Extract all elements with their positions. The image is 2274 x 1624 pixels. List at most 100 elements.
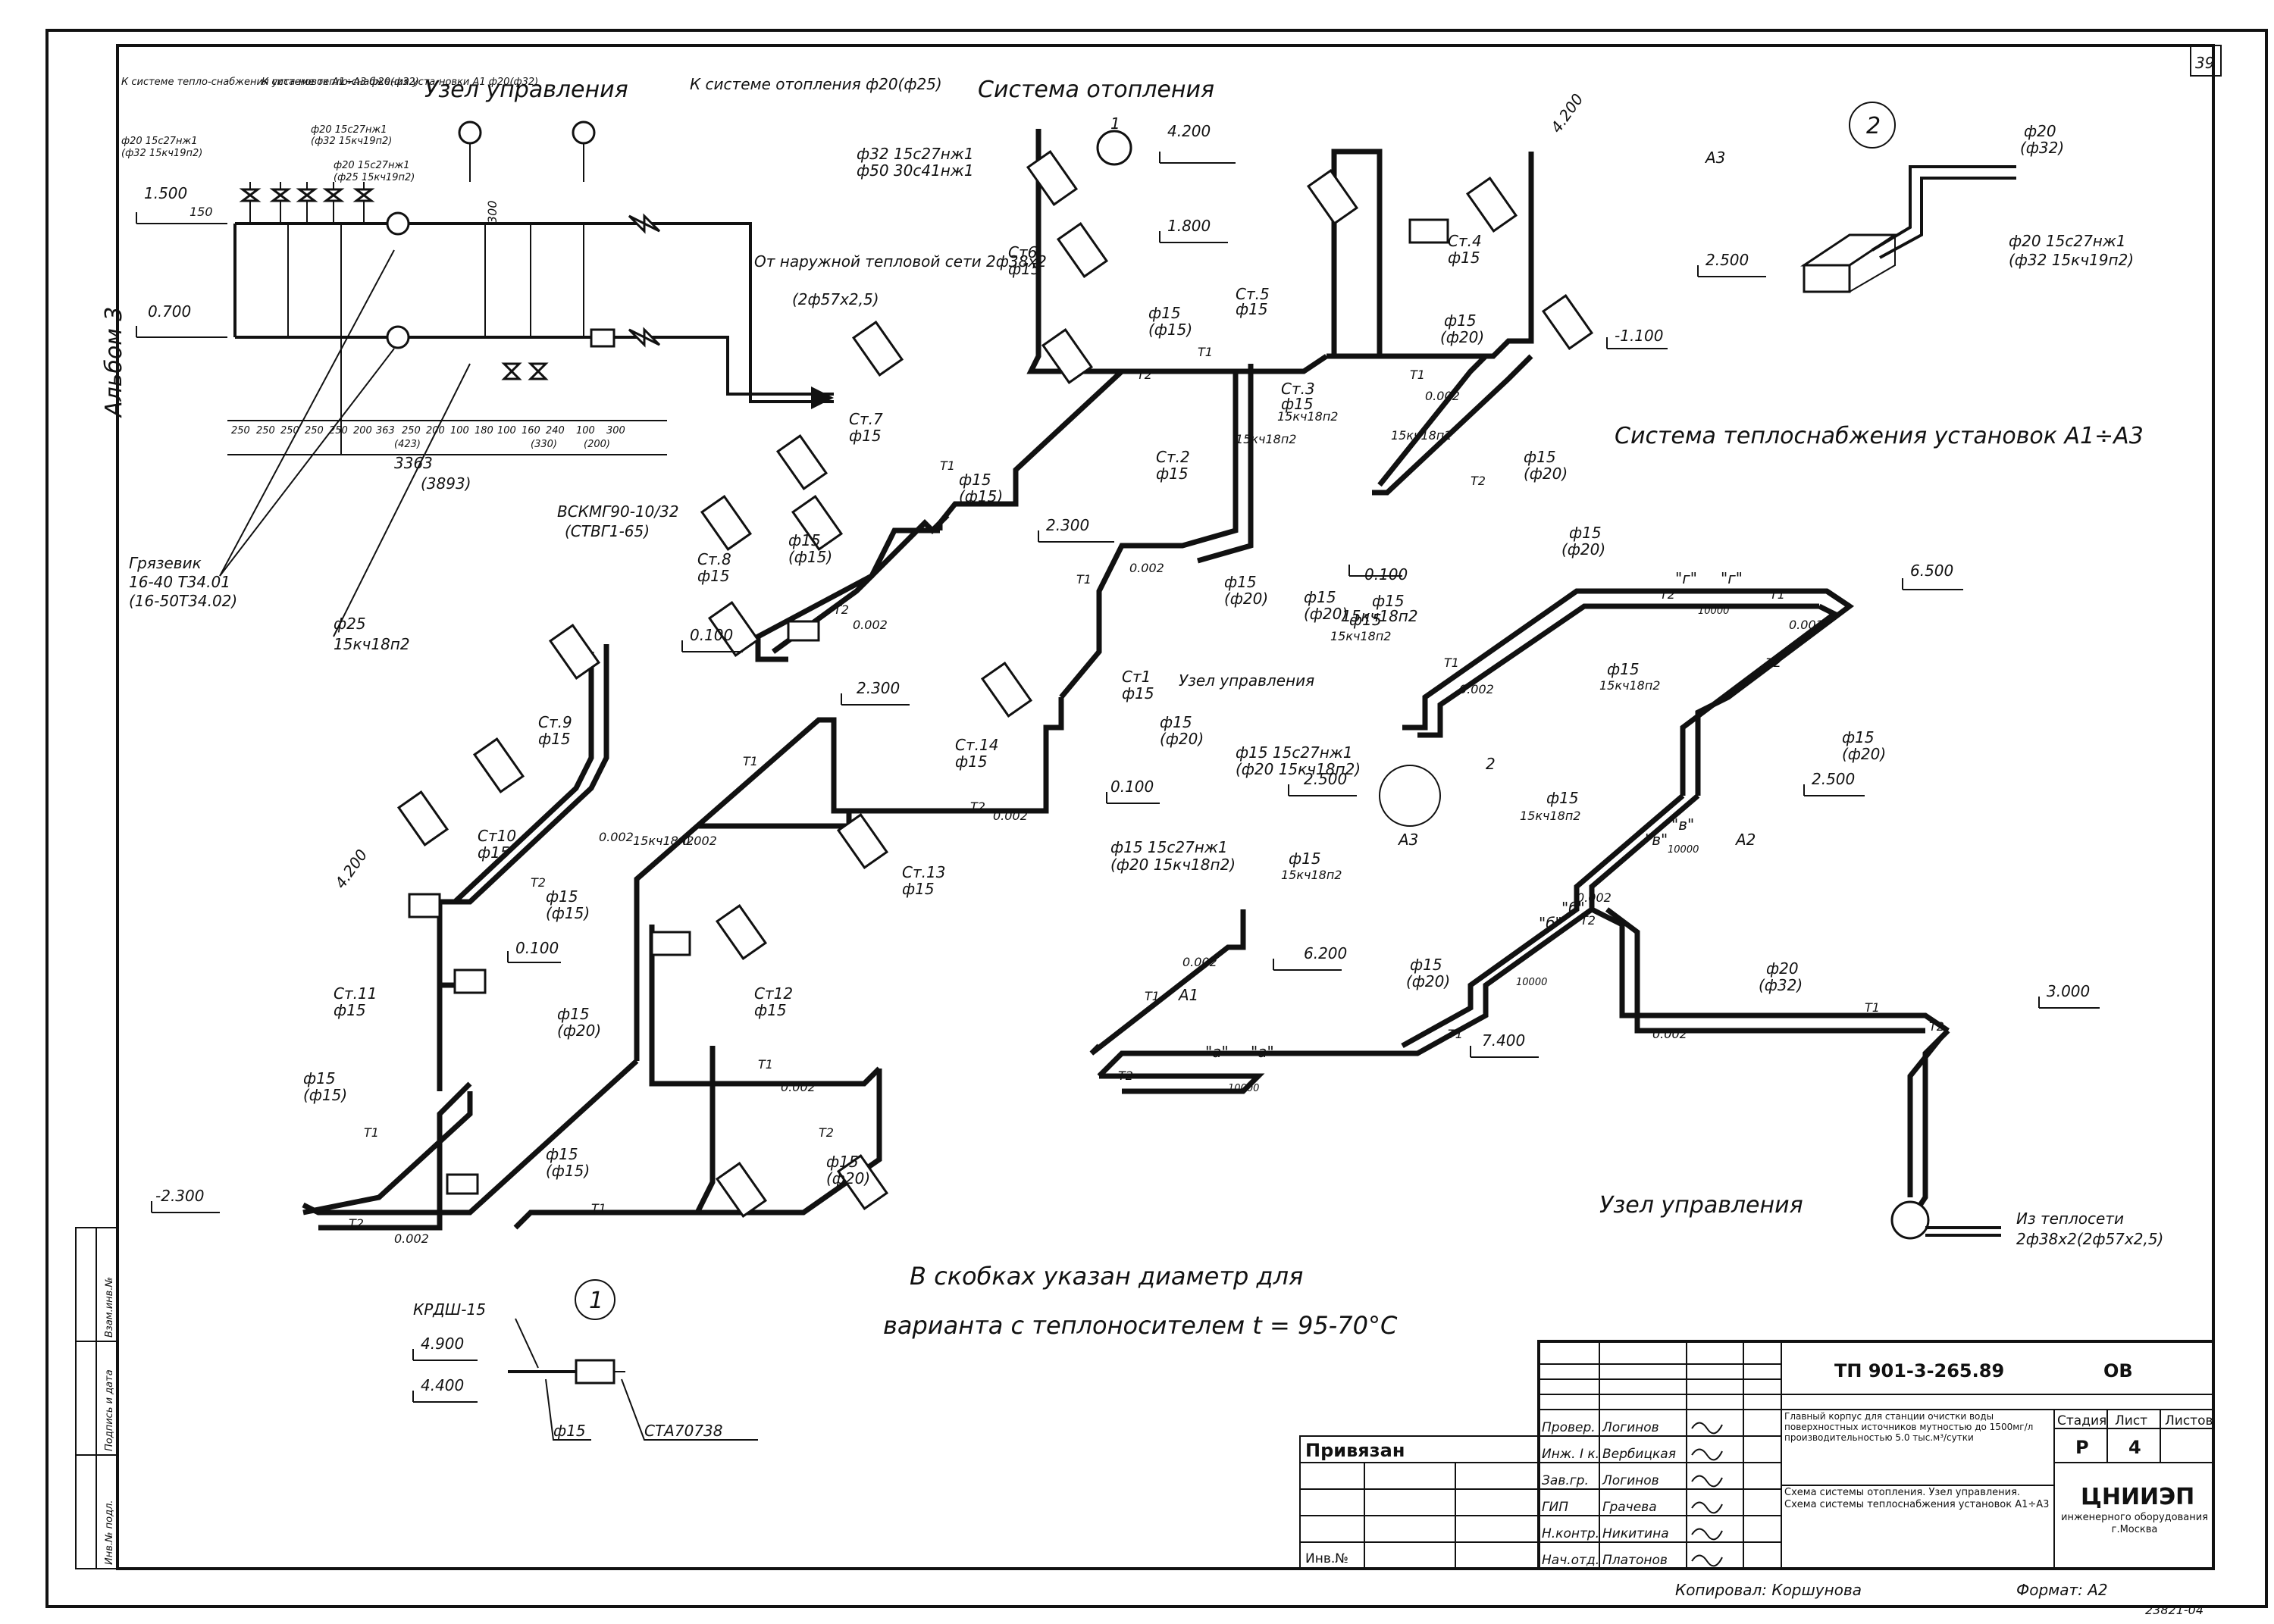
t2-a: Т2 — [1137, 368, 1152, 382]
label-to-supply-a1: К системе тепло-снабжения уста-новки А1 … — [262, 77, 538, 88]
detail1-valve: КРДШ-15 — [413, 1300, 486, 1319]
supply-t1-b: Т1 — [1444, 656, 1459, 670]
detail2-valve: ф20 15с27нж1 — [2009, 232, 2126, 250]
len-a: 10000 — [1228, 1083, 1259, 1094]
label-meter-alt: (СТВГ1-65) — [565, 522, 650, 540]
supply-t2-d: Т2 — [1118, 1069, 1133, 1083]
dim-13: 240 — [546, 425, 565, 437]
supply-slope-d: 0.002 — [1182, 955, 1217, 969]
label-from-network: От наружной тепловой сети 2ф38х2 — [754, 252, 1047, 271]
level-minus2300: -2.300 — [155, 1187, 204, 1205]
supply-t1-d: Т1 — [1145, 989, 1160, 1003]
supply-t2-c: Т2 — [1766, 656, 1781, 670]
from-heat-network-alt: 2ф38х2(2ф57х2,5) — [2016, 1230, 2163, 1248]
role-3: ГИП — [1542, 1500, 1568, 1515]
level-2500-c: 2.500 — [1706, 251, 1749, 269]
valve-bottom: ф15 15с27нж1 — [1110, 838, 1228, 856]
control-unit-diagram: Узел управления К системе тепло-снабжени… — [121, 75, 1047, 653]
pipe-d-9-alt: (ф15) — [546, 904, 590, 922]
riser-st11: Ст.11 — [334, 984, 377, 1003]
role-2: Зав.гр. — [1542, 1473, 1589, 1488]
mark-b-1: "б" — [1539, 914, 1562, 932]
supply-slope-b: 0.002 — [1459, 682, 1494, 696]
signatures — [1691, 1422, 1723, 1567]
name-3: Грачева — [1602, 1500, 1657, 1515]
supply-v-4: 15кч18п2 — [1281, 868, 1342, 882]
mark-a-1: "а" — [1205, 1043, 1229, 1061]
dim-15: 300 — [606, 425, 625, 437]
level-7400: 7.400 — [1482, 1031, 1525, 1050]
riser-st12: Ст12 — [754, 984, 793, 1003]
label-to-heating: К системе отопления ф20(ф25) — [690, 75, 942, 93]
supply-slope-f: 0.002 — [1652, 1027, 1687, 1041]
role-4: Н.контр. — [1542, 1526, 1599, 1541]
dim-9: 100 — [450, 425, 469, 437]
level-0100-b: 0.100 — [690, 626, 733, 644]
pipe-d-5: ф15 — [1304, 588, 1336, 606]
detail1-d: ф15 — [553, 1422, 586, 1440]
inv-label: Инв.№ — [1305, 1551, 1348, 1566]
heating-system-diagram: Система отопления — [151, 77, 1668, 1246]
riser-st3-d: ф15 — [1281, 395, 1314, 413]
riser-st13: Ст.13 — [902, 863, 945, 881]
valve-st2: 15кч18п2 — [1236, 432, 1296, 446]
slope-c: 0.002 — [1129, 561, 1164, 575]
supply-d-8: ф20 — [1766, 959, 1799, 978]
name-5: Платонов — [1602, 1553, 1668, 1568]
level-4200-c: 4.200 — [331, 846, 371, 892]
mark-g-2: "г" — [1721, 569, 1743, 587]
supply-d-3: ф15 — [1607, 660, 1640, 678]
header-sheet: Лист — [2115, 1413, 2147, 1428]
riser-st2: Ст.2 — [1156, 448, 1190, 466]
level-3000: 3.000 — [2047, 982, 2090, 1000]
dim-2: 250 — [280, 425, 299, 437]
mark-b-2: "б" — [1561, 899, 1585, 917]
supply-d-2: ф15 — [1349, 611, 1382, 629]
supply-v-2: 15кч18п2 — [1330, 629, 1391, 643]
t1-h: Т1 — [364, 1125, 379, 1140]
supply-t1-e: Т1 — [1448, 1027, 1463, 1041]
supply-v-1: 15кч18п2 — [1599, 678, 1660, 693]
supply-t2-e: Т2 — [1580, 913, 1596, 928]
supply-d-7-alt: (ф20) — [1406, 972, 1450, 990]
label-valve-d-alt: ф50 30с41нж1 — [857, 161, 974, 180]
supply-v-3: 15кч18п2 — [1520, 809, 1580, 823]
pipe-d-3-alt: (ф15) — [959, 487, 1003, 505]
note-line-1: В скобках указан диаметр для — [910, 1262, 1303, 1291]
supply-slope-e: 0.002 — [1577, 890, 1612, 905]
inner-frame — [116, 44, 2215, 1570]
riser-st9: Ст.9 — [538, 713, 572, 731]
mark-a-2: "а" — [1251, 1043, 1274, 1061]
album-label: Альбом 3 — [101, 307, 127, 419]
riser-st14: Ст.14 — [955, 736, 998, 754]
supply-d-5: ф15 — [1546, 789, 1579, 807]
riser-st13-d: ф15 — [902, 880, 935, 898]
supply-d-4: ф15 — [1842, 728, 1875, 746]
dim-sub3: (200) — [584, 439, 610, 450]
dim-total: 3363 — [394, 454, 433, 472]
dim-14: 100 — [576, 425, 595, 437]
project-description: Главный корпус для станции очистки воды … — [1784, 1411, 2034, 1443]
t2-j: Т2 — [819, 1125, 834, 1140]
riser-st10-d: ф15 — [478, 843, 510, 862]
role-1: Инж. I к. — [1542, 1447, 1599, 1462]
level-0700: 0.700 — [148, 302, 191, 321]
label-valve-a: ф20 15с27нж1 — [121, 136, 198, 147]
level-0100-c: 0.100 — [1110, 778, 1154, 796]
slope-f: 0.002 — [682, 834, 717, 848]
level-2500-b: 2.500 — [1812, 770, 1855, 788]
valve-st3: 15кч18п2 — [1277, 409, 1338, 424]
riser-st7-d: ф15 — [849, 427, 882, 445]
supply-a2: А2 — [1734, 831, 1756, 849]
pipe-d-12: ф15 — [546, 1145, 578, 1163]
dim-sub2: (330) — [531, 439, 557, 450]
label-valve-c: ф20 15с27нж1 — [334, 160, 410, 171]
t1-c: Т1 — [1076, 572, 1092, 587]
label-valve-25-b: 15кч18п2 — [334, 635, 410, 653]
supply-slope-c: 0.002 — [1789, 618, 1824, 632]
level-2300-a: 2.300 — [1046, 516, 1089, 534]
pipe-d-10: ф15 — [557, 1005, 590, 1023]
dim-total-alt: (3893) — [421, 474, 471, 493]
label-meter: ВСКМГ90-10/32 — [557, 502, 679, 521]
t1-f: Т1 — [743, 754, 758, 768]
